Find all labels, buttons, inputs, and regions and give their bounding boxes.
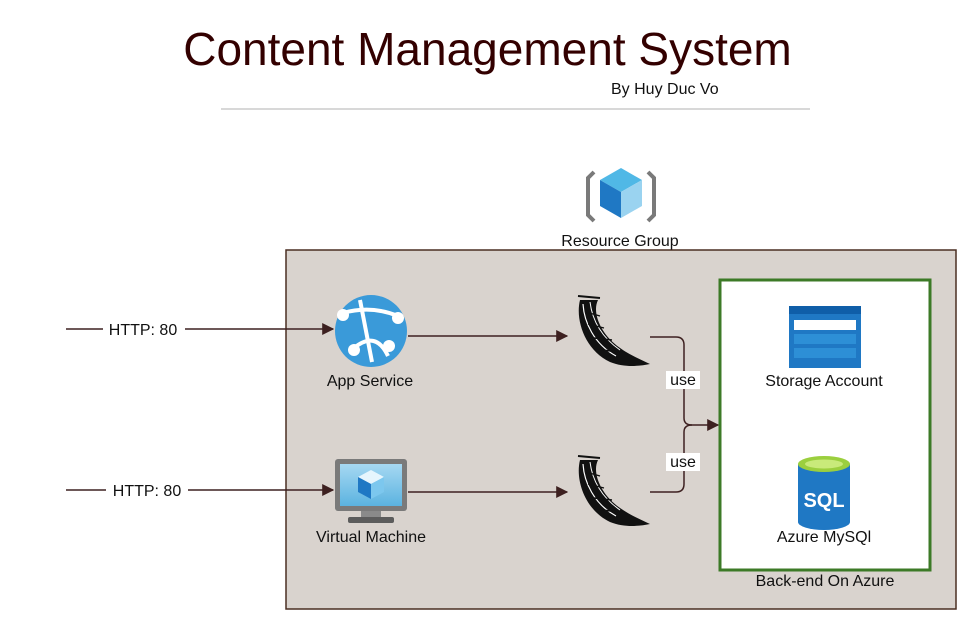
- author-byline: By Huy Duc Vo: [611, 81, 719, 98]
- app-service-label: App Service: [327, 373, 413, 390]
- virtual-machine-label: Virtual Machine: [316, 529, 426, 546]
- use-label-top: use: [670, 372, 696, 389]
- mysql-label: Azure MySQl: [777, 529, 871, 546]
- flask-horn-icon-bottom[interactable]: [577, 455, 650, 526]
- http-label-top: HTTP: 80: [109, 322, 178, 339]
- use-label-bottom-bg: [666, 453, 700, 471]
- use-edge-bottom[interactable]: [650, 424, 693, 493]
- sql-icon-text: SQL: [803, 490, 844, 512]
- app-service-icon[interactable]: [335, 295, 407, 367]
- resource-group-icon: [586, 168, 656, 223]
- http-label-bottom: HTTP: 80: [113, 483, 182, 500]
- sql-database-icon[interactable]: SQL: [798, 456, 850, 530]
- resource-group-label: Resource Group: [561, 233, 678, 250]
- page-title: Content Management System: [183, 23, 792, 75]
- use-label-bottom: use: [670, 454, 696, 471]
- storage-account-label: Storage Account: [765, 373, 883, 390]
- storage-account-icon[interactable]: [789, 306, 861, 368]
- use-label-top-bg: [666, 371, 700, 389]
- virtual-machine-icon[interactable]: [335, 459, 407, 523]
- http-label-top-bg: [103, 320, 185, 338]
- http-label-bottom-bg: [106, 481, 188, 499]
- backend-label: Back-end On Azure: [756, 573, 895, 590]
- flask-horn-icon-top[interactable]: [577, 295, 650, 366]
